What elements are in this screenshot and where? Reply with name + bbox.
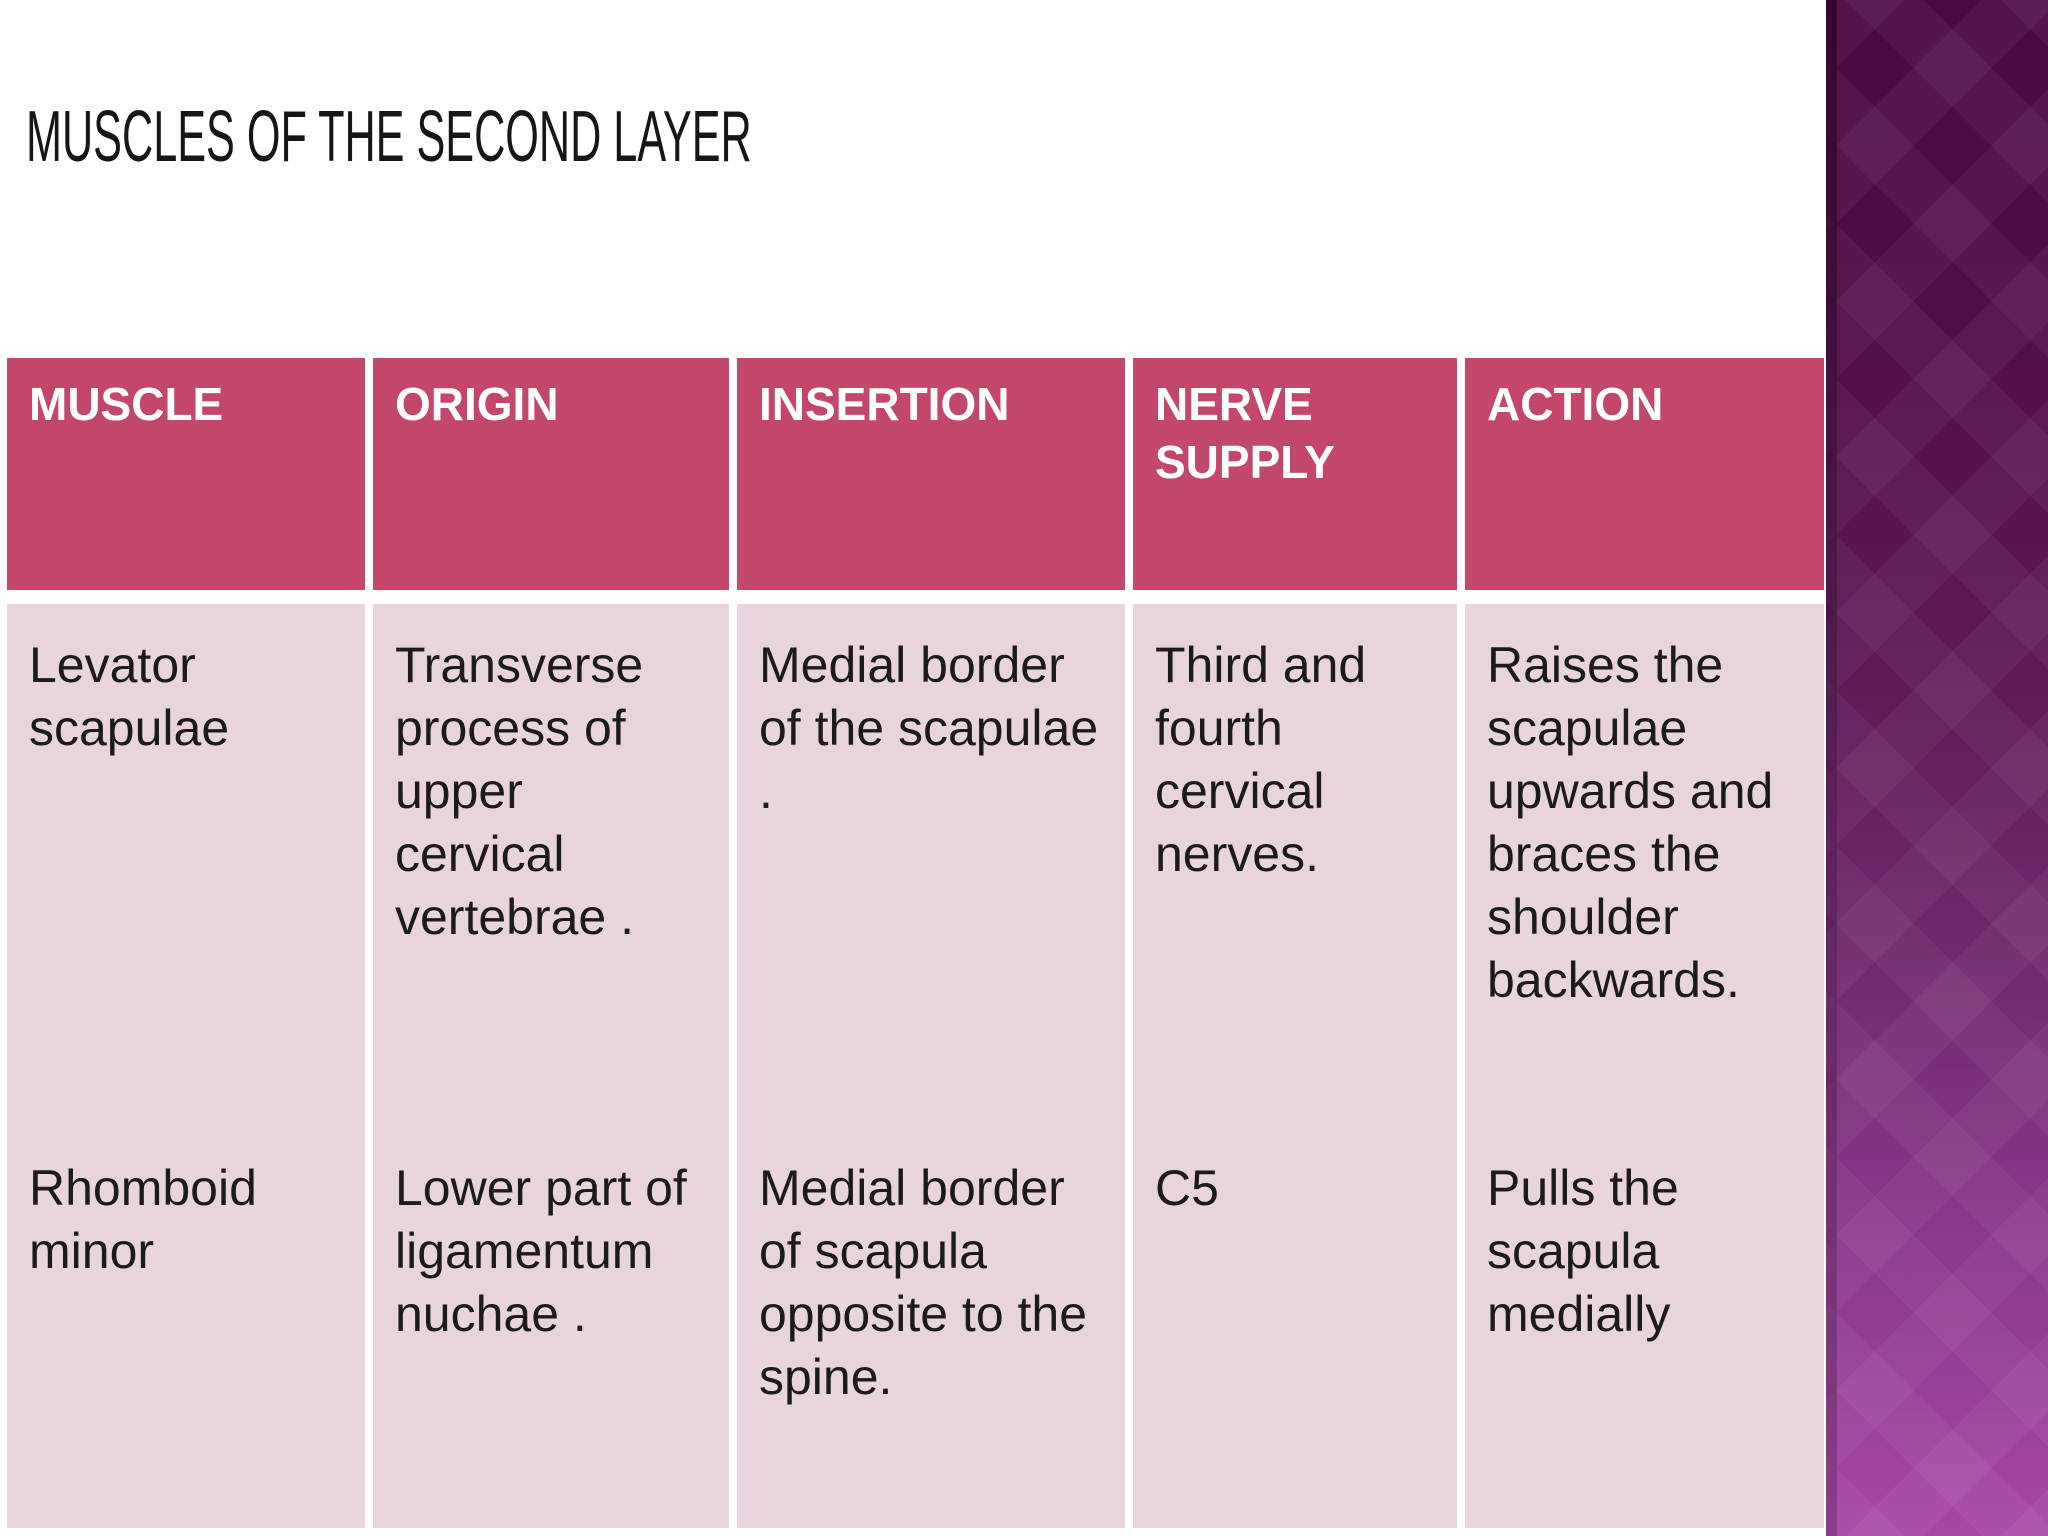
decorative-sidebar (1826, 0, 2048, 1536)
sidebar-edge-strip (1826, 0, 1837, 1536)
muscles-table: MUSCLE ORIGIN INSERTION NERVE SUPPLY ACT… (7, 358, 1824, 1528)
cell-row2-muscle: Rhomboid minor (29, 1160, 257, 1279)
column-action: Raises the scapulae upwards and braces t… (1465, 604, 1824, 1528)
column-origin: Transverse process of upper cervical ver… (373, 604, 729, 1528)
column-nerve-supply: Third and fourth cervical nerves. C5 (1133, 604, 1457, 1528)
page-title: MUSCLES OF THE SECOND LAYER (26, 97, 752, 177)
cell-row1-nerve-supply: Third and fourth cervical nerves. (1155, 637, 1367, 882)
cell-row1-insertion: Medial border of the scapulae . (759, 637, 1099, 819)
column-muscle: Levator scapulae Rhomboid minor (7, 604, 365, 1528)
header-insertion: INSERTION (737, 358, 1125, 590)
header-nerve-supply: NERVE SUPPLY (1133, 358, 1457, 590)
cell-row2-nerve-supply: C5 (1155, 1160, 1219, 1216)
header-origin: ORIGIN (373, 358, 729, 590)
column-insertion: Medial border of the scapulae . Medial b… (737, 604, 1125, 1528)
cell-row1-origin: Transverse process of upper cervical ver… (395, 637, 644, 945)
header-muscle: MUSCLE (7, 358, 365, 590)
cell-row2-action: Pulls the scapula medially (1487, 1160, 1679, 1342)
cell-row1-action: Raises the scapulae upwards and braces t… (1487, 637, 1774, 1008)
cell-row2-insertion: Medial border of scapula opposite to the… (759, 1160, 1088, 1405)
cell-row1-muscle: Levator scapulae (29, 637, 230, 756)
header-action: ACTION (1465, 358, 1824, 590)
cell-row2-origin: Lower part of ligamentum nuchae . (395, 1160, 687, 1342)
